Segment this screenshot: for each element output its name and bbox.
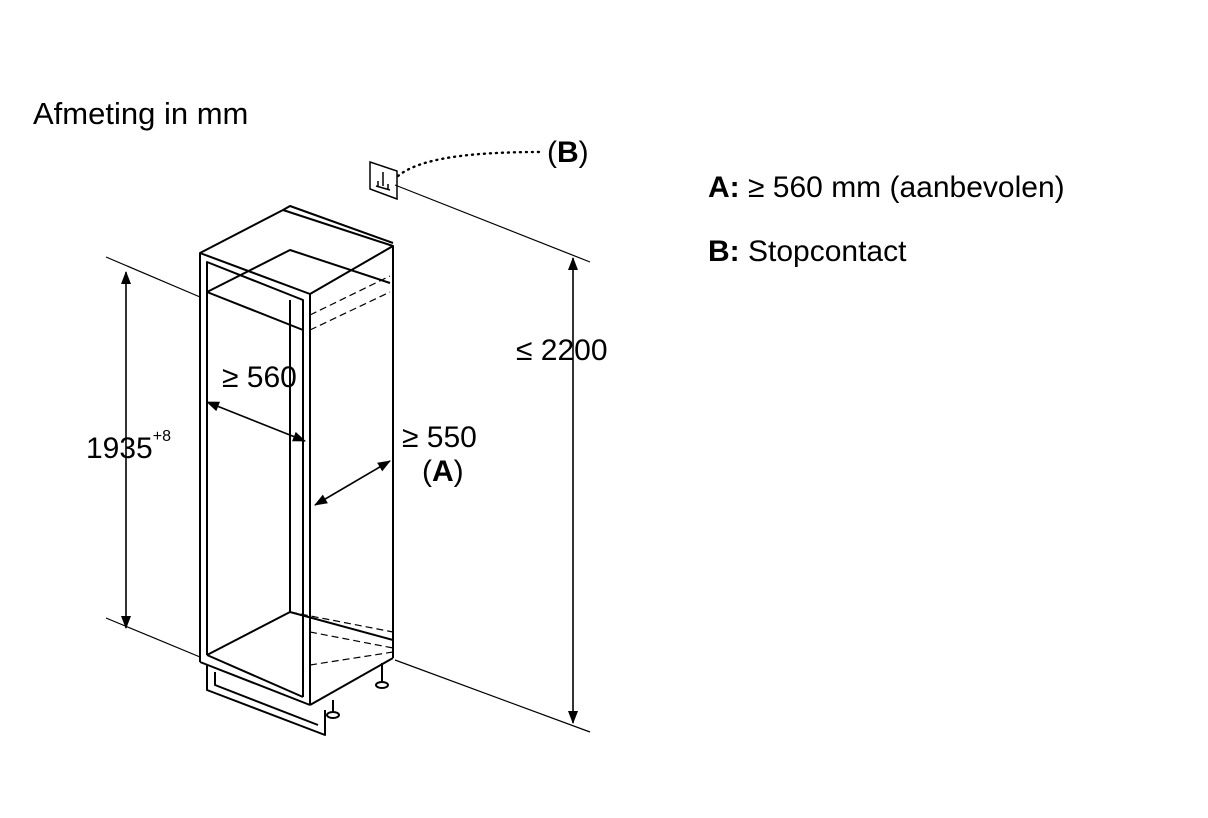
power-socket-icon: [369, 160, 398, 201]
hidden-edges: [289, 275, 394, 666]
legend-item-a: A: ≥ 560 mm (aanbevolen): [708, 171, 1065, 204]
extension-lines: [105, 184, 591, 733]
page-title: Afmeting in mm: [33, 96, 249, 131]
dimension-arrows: [121, 257, 578, 724]
legend-item-b: B: Stopcontact: [708, 235, 907, 268]
height-niche-tolerance: +8: [152, 428, 171, 445]
socket-label: (B): [547, 136, 589, 169]
depth-inner-arrow: [314, 460, 391, 506]
socket-leader: [396, 150, 544, 178]
width-inner-arrow: [206, 401, 306, 442]
width-inner-label: ≥ 560: [222, 361, 297, 394]
depth-inner-label: ≥ 550: [402, 421, 477, 454]
height-niche-label: 1935+8: [86, 428, 171, 465]
height-total-label: ≤ 2200: [516, 334, 608, 367]
cabinet-outline: [199, 205, 394, 736]
depth-ref-label: (A): [422, 455, 464, 488]
socket-ref: B: [557, 136, 579, 169]
